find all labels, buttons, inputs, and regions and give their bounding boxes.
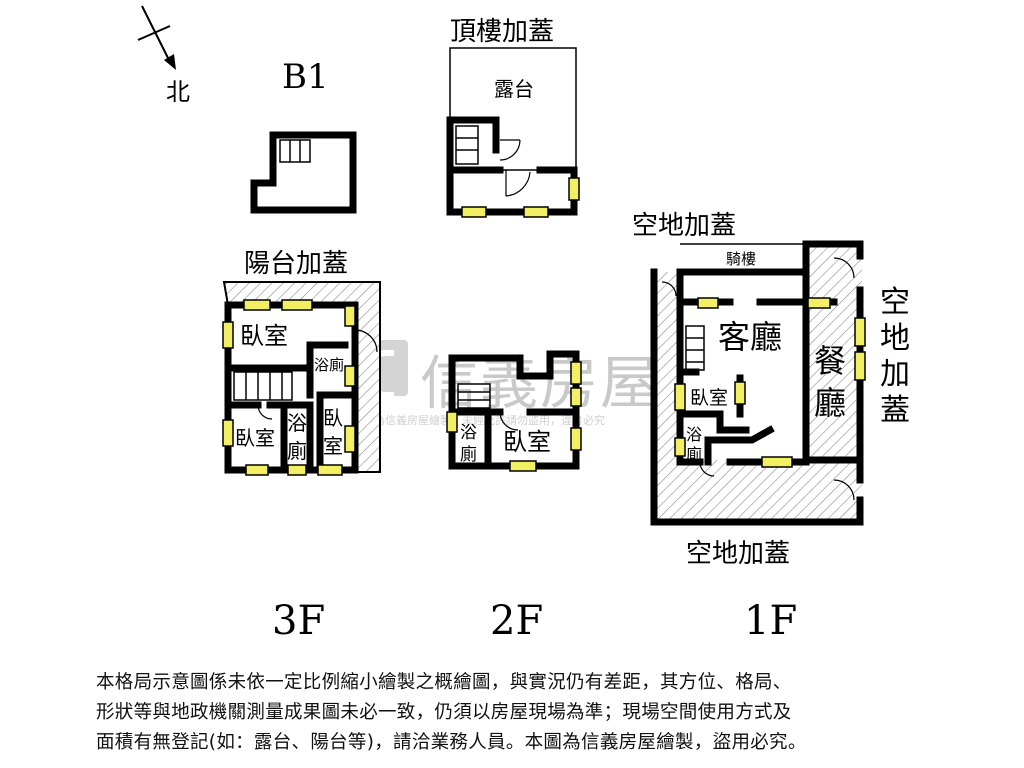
f1-window-icon (854, 351, 866, 381)
f3-window-icon (222, 321, 234, 349)
f3-bedroom-left-label: 臥室 (235, 426, 275, 450)
floor-3f-label: 3F (272, 598, 325, 644)
f3-wall-e (316, 391, 359, 474)
f3-bath2-label-a: 浴 (287, 411, 307, 435)
compass-north-label: 北 (166, 78, 190, 106)
f3-wall-b (306, 341, 349, 372)
f2-stairs (457, 383, 491, 409)
f1-dining-label-b: 廳 (814, 384, 846, 422)
f1-window-icon (674, 437, 686, 457)
roof-addition-outline (449, 47, 577, 171)
f3-window-icon (344, 305, 356, 327)
f1-addition-top-label: 空地加蓋 (632, 211, 736, 241)
f3-window-icon (344, 365, 356, 387)
roof-stairs (455, 125, 479, 165)
f3-window-icon (287, 464, 307, 476)
f3-window-icon (243, 299, 271, 311)
f1-bath-label-a: 浴 (686, 425, 702, 444)
roof-door2-icon (505, 170, 531, 197)
f2-bath-label-b: 廁 (460, 444, 477, 465)
f3-window-icon (245, 464, 269, 476)
compass-needle (141, 5, 171, 63)
floor-1f: 空地加蓋 騎樓 客廳 餐 廳 臥室 浴 (632, 211, 910, 644)
f1-dining-label-a: 餐 (814, 342, 846, 380)
f1-window-icon (854, 317, 866, 347)
b1-outline (250, 131, 357, 214)
f3-window-icon (344, 425, 356, 453)
floor-b1-label: B1 (282, 57, 329, 97)
disclaimer-line: 面積有無登記(如：露台、陽台等)，請洽業務人員。本圖為信義房屋繪製，盜用必究。 (96, 732, 807, 753)
f1-window-icon (674, 383, 686, 411)
disclaimer-line: 本格局示意圖係未依一定比例縮小繪製之概繪圖，與實況仍有差距，其方位、格局、 (96, 672, 792, 693)
floor-roof: 頂樓加蓋 露台 (446, 17, 580, 218)
f3-bath-label: 浴廁 (314, 356, 344, 374)
f2-window-icon (570, 427, 582, 451)
f2-window-icon (446, 411, 458, 433)
f3-bedroom-right-label-b: 室 (323, 434, 343, 458)
compass-crossbar (137, 25, 171, 41)
f1-window-icon (761, 456, 793, 468)
f3-window-icon (317, 464, 343, 476)
disclaimer-text: 本格局示意圖係未依一定比例縮小繪製之概繪圖，與實況仍有差距，其方位、格局、 形狀… (96, 668, 936, 758)
f1-window-icon (734, 381, 746, 405)
f2-window-icon (570, 361, 582, 385)
f1-addition-bottom-label: 空地加蓋 (686, 539, 790, 569)
f1-addition-right-label-3: 加 (880, 357, 910, 392)
f1-bedroom-bottom-wall (676, 410, 750, 434)
f1-side-door-icon (833, 479, 855, 501)
disclaimer-line: 形狀等與地政機關測量成果圖未必一致，仍須以房屋現場為準；現場空間使用方式及 (96, 702, 792, 723)
f1-bedroom-label: 臥室 (690, 387, 728, 409)
roof-outline-main (446, 116, 578, 216)
f3-bedroom-right-label-a: 臥 (323, 406, 343, 430)
roof-addition-label: 頂樓加蓋 (450, 17, 554, 47)
watermark-notice: 本圖為信義房屋繪製，未經允許請勿盜用，違者必究 (352, 414, 605, 427)
f1-living-label: 客廳 (718, 318, 782, 356)
floor-2f-label: 2F (490, 598, 543, 644)
roof-terrace-label: 露台 (494, 77, 534, 101)
roof-door-icon (499, 139, 521, 161)
f1-addition-right-label-1: 空 (880, 285, 910, 320)
floor-2f: 浴 廁 臥室 2F (446, 350, 582, 644)
f3-balcony-door-icon (354, 329, 378, 353)
f1-house-left-wall (676, 268, 704, 466)
f1-stairs (685, 325, 705, 371)
f3-wall-d (280, 401, 314, 474)
f1-addition-right-label-4: 蓋 (880, 393, 910, 428)
f2-window-icon (570, 387, 582, 407)
roof-window-icon (461, 206, 487, 218)
f2-bedroom-label: 臥室 (503, 428, 551, 456)
floor-1f-label: 1F (744, 598, 797, 644)
f1-bath-wall (704, 425, 775, 444)
f3-door-icon (257, 404, 273, 420)
f3-stairs (233, 371, 293, 401)
f2-outline (448, 350, 580, 470)
compass: 北 (137, 5, 190, 106)
f1-window-icon (807, 297, 831, 309)
f3-addition-label: 陽台加蓋 (244, 249, 348, 279)
f3-bath2-label-b: 廁 (287, 439, 307, 463)
f1-back-door-icon (699, 461, 715, 477)
f2-door-icon (499, 411, 519, 431)
f1-window-icon (697, 297, 719, 309)
f3-bedroom-top-label: 臥室 (240, 322, 288, 350)
roof-window-icon (568, 177, 580, 201)
f1-entry-door-icon (833, 257, 855, 279)
north-arrow-icon (164, 54, 176, 70)
f1-bath-label-b: 廁 (686, 445, 702, 464)
roof-window-icon (523, 206, 549, 218)
f1-left-door-icon (661, 281, 677, 297)
f1-arcade-label: 騎樓 (726, 250, 756, 268)
f1-outer-top-wall (802, 240, 864, 260)
f3-window-icon (281, 299, 313, 311)
b1-stairs (279, 139, 311, 163)
f1-addition-right-label-2: 地 (880, 321, 910, 356)
roof-stairwell-wall (446, 116, 500, 154)
floor-b1: B1 (250, 57, 357, 214)
f2-window-icon (509, 460, 537, 472)
f1-outer-wall (650, 268, 864, 526)
f2-bath-label-a: 浴 (460, 423, 477, 443)
floor-3f: 陽台加蓋 臥室 浴廁 臥室 浴 廁 臥 室 3F (222, 249, 381, 644)
f3-window-icon (222, 419, 234, 447)
